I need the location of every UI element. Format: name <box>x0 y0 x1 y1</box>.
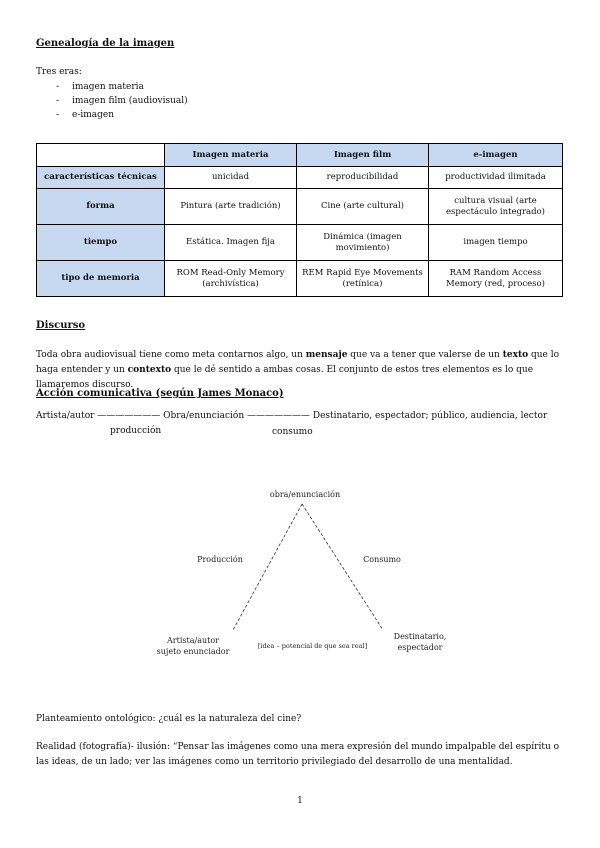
eras-intro: Tres eras: <box>36 67 82 77</box>
triangle-left-edge <box>232 503 303 631</box>
diagram-produccion-label: Producción <box>197 555 243 564</box>
list-item: -imagen materia <box>56 82 144 92</box>
list-item: -imagen film (audiovisual) <box>56 96 188 106</box>
diagram-bottom-left-label: Artista/autor sujeto enunciador <box>156 636 230 656</box>
list-item: -e-imagen <box>56 110 115 120</box>
table-cell: REM Rapid Eye Movements (retínica) <box>296 260 429 297</box>
table-row: características técnicas unicidad reprod… <box>36 166 563 189</box>
diagram-consumo-label: Consumo <box>363 555 401 564</box>
chain-line: Artista/autor ——————— Obra/enunciación —… <box>36 411 548 421</box>
communication-chain: Artista/autor ——————— Obra/enunciación —… <box>36 410 566 423</box>
heading-discurso: Discurso <box>36 320 86 331</box>
triangle-right-edge <box>301 503 384 631</box>
table-row: tiempo Estática. Imagen fija Dinámica (i… <box>36 224 563 261</box>
discurso-paragraph: Toda obra audiovisual tiene como meta co… <box>36 350 560 390</box>
heading-genealogia: Genealogía de la imagen <box>36 38 175 49</box>
diagram-bottom-right-label: Destinatario, espectador <box>393 632 447 652</box>
heading-accion-comunicativa: Acción comunicativa (según James Monaco) <box>36 388 284 399</box>
eras-list: -imagen materia -imagen film (audiovisua… <box>38 80 188 122</box>
chain-consumo: consumo <box>272 427 313 437</box>
row-label: tipo de memoria <box>36 260 165 297</box>
table-row: tipo de memoria ROM Read-Only Memory (ar… <box>36 260 563 297</box>
eras-table: Imagen materia Imagen film e-imagen cara… <box>36 143 563 297</box>
table-header: e-imagen <box>428 143 563 167</box>
table-row: forma Pintura (arte tradición) Cine (art… <box>36 188 563 225</box>
chain-produccion: producción <box>110 426 162 436</box>
row-label: tiempo <box>36 224 165 261</box>
table-cell: Pintura (arte tradición) <box>164 188 297 225</box>
ontologico-paragraph: Planteamiento ontológico: ¿cuál es la na… <box>36 714 302 724</box>
diagram-bottom-center-label: [idea – potencial de que sea real] <box>257 642 368 650</box>
table-cell: Cine (arte cultural) <box>296 188 429 225</box>
table-cell: Estática. Imagen fija <box>164 224 297 261</box>
table-cell: RAM Random Access Memory (red, proceso) <box>428 260 563 297</box>
table-cell: Dinámica (imagen movimiento) <box>296 224 429 261</box>
page-number: 1 <box>297 796 303 806</box>
realidad-paragraph: Realidad (fotografía)- ilusión: “Pensar … <box>36 742 560 767</box>
row-label: forma <box>36 188 165 225</box>
diagram-top-label: obra/enunciación <box>269 490 341 499</box>
